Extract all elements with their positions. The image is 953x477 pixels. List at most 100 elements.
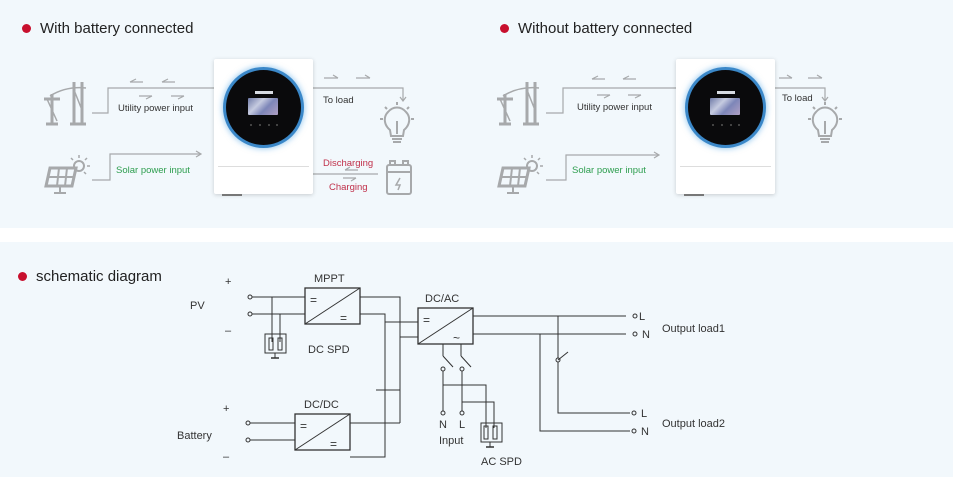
inverter-divider [218,166,309,167]
output-load2-label: Output load2 [662,418,725,430]
output-load1-label: Output load1 [662,323,725,335]
arrow-left-icon [344,166,358,171]
arrow-right-icon [171,95,185,100]
power-pylon-icon [44,82,87,126]
input-label: Input [439,435,463,447]
bullet-dot [22,24,31,33]
dcac-label: DC/AC [425,293,459,305]
without-battery-title: Without battery connected [518,20,693,37]
to-load-label: To load [323,95,354,106]
solar-panel-icon [497,155,543,194]
utility-line [546,87,676,114]
discharging-label: Discharging [323,158,373,169]
pv-plus-label: + [225,276,231,288]
inverter-logo [255,91,273,94]
pv-minus-label: – [225,325,232,337]
to-load-label: To load [782,93,813,104]
arrow-right-icon [139,95,153,100]
ac-spd-label: AC SPD [481,456,522,468]
arrow-right-icon [356,74,371,79]
operation-modes-panel: With battery connected Without battery c… [0,0,953,228]
inverter-screen [248,98,278,115]
dc-symbol: = [330,437,337,451]
battery-minus-label: – [223,451,230,463]
arrow-head-icon [399,96,407,102]
arrow-right-icon [808,74,823,79]
battery-plus-label: + [223,403,229,415]
inverter-button [268,124,270,126]
bullet-dot [500,24,509,33]
inverter-divider [680,166,771,167]
inverter-button [250,124,252,126]
dc-spd-box [264,333,287,354]
solar-line [546,154,658,181]
inverter-logo [717,91,735,94]
inverter-button [276,124,278,126]
inverter-button [259,124,261,126]
solar-panel-icon [44,155,90,194]
arrow-right-icon [597,94,611,99]
arrow-left-icon [129,78,143,83]
input-l-label: L [459,419,465,431]
inverter-screen [710,98,740,115]
pv-plus-terminal [247,294,253,300]
schematic-title: schematic diagram [36,268,162,285]
output1-l-label: L [639,311,645,323]
battery-label: Battery [177,430,212,442]
arrow-head-icon [195,150,203,158]
dc-symbol: = [340,311,347,325]
dc-spd-label: DC SPD [308,344,350,356]
dcac-converter [417,307,474,345]
dcdc-label: DC/DC [304,399,339,411]
inverter-button [721,124,723,126]
inverter-button [712,124,714,126]
arrow-right-icon [779,74,793,79]
utility-line [92,87,214,114]
arrow-head-icon [821,96,829,102]
solar-power-label: Solar power input [116,165,190,176]
inverter-foot [222,194,242,196]
without-battery-heading: Without battery connected [500,20,692,37]
power-pylon-icon [497,82,540,126]
light-bulb-icon [380,102,414,143]
dcdc-converter [294,413,351,451]
charging-label: Charging [329,182,368,193]
load-line [313,87,404,100]
schematic-heading: schematic diagram [18,268,162,285]
arrow-left-icon [161,78,175,83]
inverter-foot [684,194,704,196]
utility-power-label: Utility power input [577,102,652,113]
arrow-right-icon [628,94,642,99]
output2-n-label: N [641,426,649,438]
solar-power-label: Solar power input [572,165,646,176]
battery-plus-terminal [245,420,251,426]
output2-l-label: L [641,408,647,420]
arrow-left-icon [622,75,636,80]
inverter-button [730,124,732,126]
arrow-head-icon [653,151,661,159]
arrow-left-icon [591,75,605,80]
inverter-unit-image [676,59,775,196]
pv-minus-terminal [247,311,253,317]
schematic-panel: schematic diagram [0,242,953,477]
light-bulb-icon [808,102,842,143]
input-n-label: N [439,419,447,431]
battery-icon [386,160,412,195]
bullet-dot [18,272,27,281]
with-battery-flow: Utility power input Solar power input To… [44,74,842,195]
load-line [775,87,826,100]
battery-minus-terminal [245,437,251,443]
schematic-diagram: = = = ~ = = + PV – MPPT DC SPD DC/AC DC/… [177,273,725,468]
dc-symbol: = [310,293,317,307]
ac-symbol: ~ [453,331,460,345]
with-battery-heading: With battery connected [22,20,193,37]
output1-n-label: N [642,329,650,341]
dc-symbol: = [300,419,307,433]
ac-spd-box [480,422,503,443]
solar-line [92,153,200,181]
mppt-converter [304,287,361,325]
mppt-label: MPPT [314,273,345,285]
arrow-right-icon [324,74,339,79]
pv-label: PV [190,300,205,312]
inverter-unit-image [214,59,313,196]
